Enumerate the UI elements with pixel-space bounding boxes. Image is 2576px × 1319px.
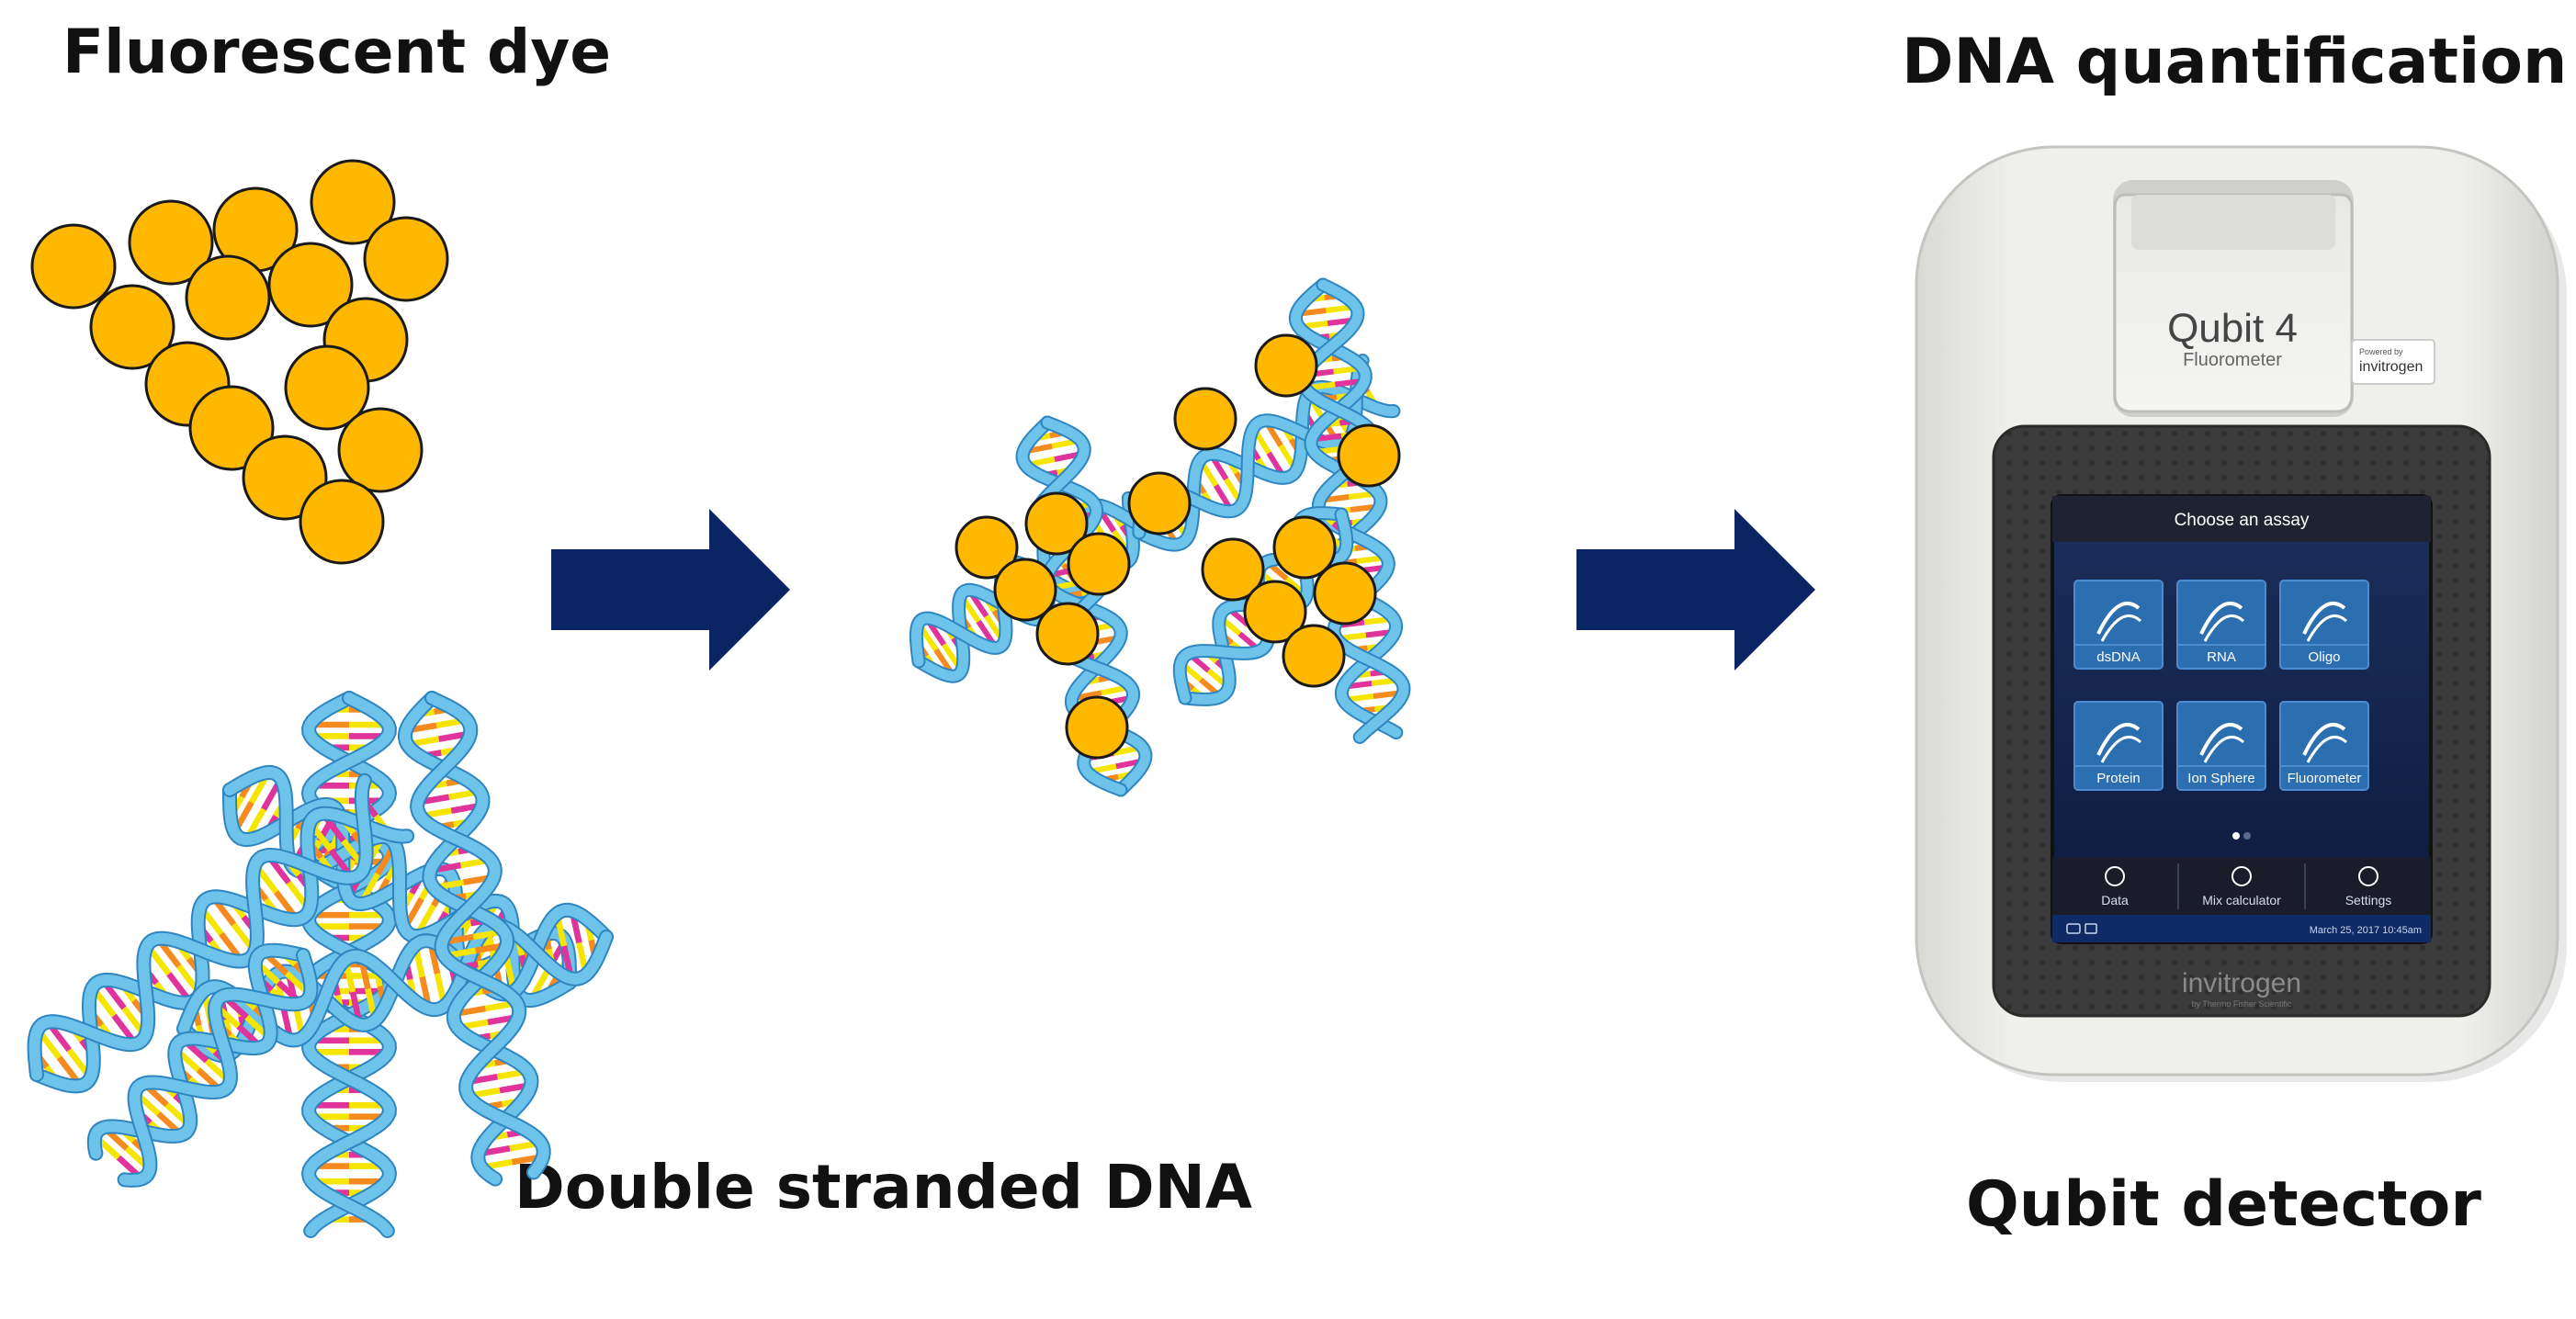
qubit-device: Qubit 4 Fluorometer Powered by invitroge… xyxy=(1915,145,2567,1082)
assay-tile-protein[interactable]: Protein xyxy=(2073,701,2164,791)
assay-tile-label: RNA xyxy=(2207,649,2236,665)
dna-backbone xyxy=(178,919,612,1046)
assay-tile-label: Protein xyxy=(2096,771,2141,786)
dna-backbone xyxy=(400,693,537,1185)
bound-dye-molecule xyxy=(1065,695,1129,760)
bound-dye-molecule xyxy=(1201,537,1265,602)
double-stranded-dna-label: Double stranded DNA xyxy=(514,1152,1252,1223)
dye-molecule xyxy=(363,216,449,302)
bound-dye-molecule xyxy=(1173,387,1237,451)
bottom-mix-calculator-button[interactable]: Mix calculator xyxy=(2202,866,2281,908)
dna-backbone xyxy=(119,950,317,1186)
dna-helix xyxy=(27,772,415,1094)
device-brand: invitrogen xyxy=(2182,968,2301,998)
bound-dye-molecule xyxy=(955,515,1019,580)
double-stranded-dna-illustration xyxy=(27,691,614,1238)
dna-backbone xyxy=(31,807,413,1092)
assay-tile-ion-sphere[interactable]: Ion Sphere xyxy=(2176,701,2266,791)
bottom-data-button[interactable]: Data xyxy=(2101,866,2129,908)
device-brand-sub: by Thermo Fisher Scientific xyxy=(2192,999,2292,1009)
dna-backbone xyxy=(412,693,549,1178)
device-model: Qubit 4 xyxy=(2167,306,2298,351)
badge-brand: invitrogen xyxy=(2359,359,2423,375)
arrow-right-1 xyxy=(551,509,790,671)
dye-molecule xyxy=(299,479,385,565)
dsdna-icon xyxy=(2096,602,2142,642)
dye-molecule xyxy=(267,242,354,328)
arrow-right-2 xyxy=(1576,509,1815,671)
rna-icon xyxy=(2199,602,2245,642)
dye-molecule xyxy=(30,223,117,310)
bound-dye-molecule xyxy=(1067,532,1131,596)
dye-molecule xyxy=(242,434,328,521)
screen-title: Choose an assay xyxy=(2175,511,2310,530)
screen-datetime: March 25, 2017 10:45am xyxy=(2310,925,2422,936)
dye-molecule-cluster xyxy=(30,159,449,565)
bound-dye-molecule xyxy=(993,558,1057,622)
assay-tile-fluorometer[interactable]: Fluorometer xyxy=(2279,701,2369,791)
bound-dye-molecule xyxy=(1035,602,1100,666)
bound-dye-molecule xyxy=(1282,624,1346,688)
screen-bottom-bar: Data Mix calculator Settings xyxy=(2101,866,2392,908)
assay-tile-label: Oligo xyxy=(2308,649,2340,665)
ion-sphere-icon xyxy=(2199,723,2245,763)
dna-helix xyxy=(398,691,551,1187)
bottom-button-label: Settings xyxy=(2345,893,2392,908)
oligo-icon xyxy=(2302,602,2348,642)
bottom-button-label: Mix calculator xyxy=(2202,893,2281,908)
assay-tile-oligo[interactable]: Oligo xyxy=(2279,580,2369,670)
dna-backbone xyxy=(224,766,575,1007)
bound-dye-molecule xyxy=(1272,515,1337,580)
dye-molecule xyxy=(284,344,370,431)
dye-molecule xyxy=(310,159,396,245)
bound-dye-molecule xyxy=(1024,491,1089,556)
dna-backbone xyxy=(28,774,372,1080)
assay-tile-label: Ion Sphere xyxy=(2187,771,2254,786)
dye-molecule xyxy=(185,254,271,341)
bottom-settings-button[interactable]: Settings xyxy=(2345,866,2392,908)
protein-icon xyxy=(2096,723,2142,763)
bound-dye-molecule xyxy=(1243,580,1307,644)
flask-icon xyxy=(2302,723,2348,763)
bound-dye-molecule xyxy=(1337,423,1401,488)
badge-top: Powered by xyxy=(2359,347,2403,356)
assay-tile-rna[interactable]: RNA xyxy=(2176,580,2266,670)
bound-dye-molecule xyxy=(1127,471,1192,535)
dye-molecule xyxy=(188,385,275,471)
device-subtitle: Fluorometer xyxy=(2183,350,2282,370)
dye-molecule xyxy=(89,284,175,370)
dna-quantification-label: DNA quantification xyxy=(1902,26,2568,98)
dye-molecule xyxy=(337,407,424,493)
bound-dye-molecule xyxy=(1254,333,1318,398)
bound-dye-molecule xyxy=(1313,561,1377,626)
fluorescent-dye-label: Fluorescent dye xyxy=(62,17,612,87)
dna-helix xyxy=(86,942,319,1188)
calculator-icon xyxy=(2231,866,2252,886)
assay-tile-dsdna[interactable]: dsDNA xyxy=(2073,580,2164,670)
dna-dye-complex-dye xyxy=(955,333,1401,760)
export-icon xyxy=(2105,866,2125,886)
assay-tile-label: dsDNA xyxy=(2096,649,2141,665)
dye-molecule xyxy=(128,199,214,286)
qubit-detector-label: Qubit detector xyxy=(1966,1168,2481,1241)
gear-icon xyxy=(2358,866,2378,886)
bottom-button-label: Data xyxy=(2101,893,2129,908)
assay-tile-label: Fluorometer xyxy=(2288,771,2362,786)
